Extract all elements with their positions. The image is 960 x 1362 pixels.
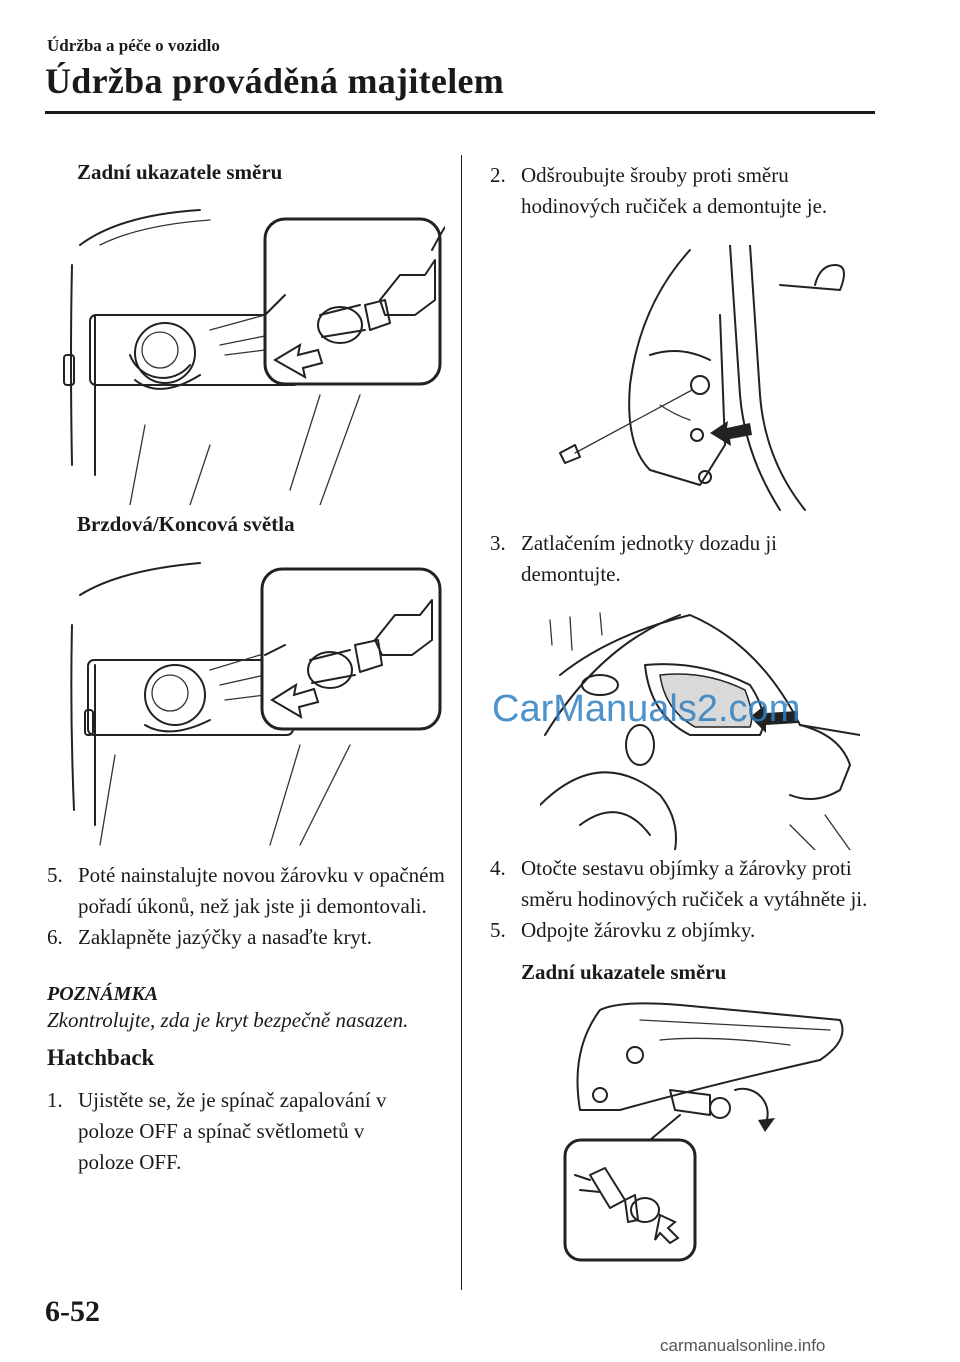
step-3: 3. Zatlačením jednotky dozadu ji demontu… [490, 528, 870, 590]
screw-removal-illustration [559, 245, 845, 511]
light-unit-removal-illustration [540, 612, 860, 850]
step-text: Odšroubujte šrouby proti směru hodinovýc… [521, 163, 828, 218]
right-step-2: 2. Odšroubujte šrouby proti směru hodino… [490, 160, 870, 222]
section-heading-hatchback: Hatchback [47, 1045, 155, 1070]
socket-rotate-illustration [563, 1002, 844, 1262]
step-number: 5. [47, 863, 63, 887]
step-4: 4. Otočte sestavu objímky a žárovky prot… [490, 853, 885, 915]
step-number: 5. [490, 918, 506, 942]
note-title: POZNÁMKA [47, 983, 159, 1005]
rear-turn-signal-bulb-illustration [63, 209, 445, 505]
step-text: Odpojte žárovku z objímky. [521, 918, 756, 942]
step-6: 6. Zaklapněte jazýčky a nasaďte kryt. [47, 922, 447, 953]
page-title: Údržba prováděná majitelem [45, 61, 505, 101]
step-number: 3. [490, 531, 506, 555]
step-5: 5. Odpojte žárovku z objímky. [490, 915, 885, 946]
step-number: 2. [490, 163, 506, 187]
step-number: 6. [47, 925, 63, 949]
left-steps-2: 1. Ujistěte se, že je spínač zapalování … [47, 1085, 417, 1178]
left-steps: 5. Poté nainstalujte novou žárovku v opa… [47, 860, 447, 953]
header-rule [45, 111, 875, 114]
column-divider [461, 155, 462, 1290]
step-text: Otočte sestavu objímky a žárovky proti s… [521, 856, 868, 911]
watermark-logo: CarManuals2.com [492, 688, 801, 730]
note-text: Zkontrolujte, zda je kryt bezpečně nasaz… [47, 1008, 409, 1032]
step-number: 1. [47, 1088, 63, 1112]
step-text: Zaklapněte jazýčky a nasaďte kryt. [78, 925, 373, 949]
step-text: Ujistěte se, že je spínač zapalování v p… [78, 1088, 387, 1174]
step-number: 4. [490, 856, 506, 880]
subheading-rear-turn-signals-right: Zadní ukazatele směru [521, 960, 727, 984]
subheading-rear-turn-signals: Zadní ukazatele směru [77, 160, 283, 184]
subheading-brake-tail-lights: Brzdová/Koncová světla [77, 512, 295, 536]
step-1: 1. Ujistěte se, že je spínač zapalování … [47, 1085, 417, 1178]
right-step-3: 3. Zatlačením jednotky dozadu ji demontu… [490, 528, 870, 590]
section-label: Údržba a péče o vozidlo [47, 36, 220, 55]
step-text: Poté nainstalujte novou žárovku v opačné… [78, 863, 445, 918]
right-steps-4-5: 4. Otočte sestavu objímky a žárovky prot… [490, 853, 885, 946]
step-2: 2. Odšroubujte šrouby proti směru hodino… [490, 160, 870, 222]
page-number: 6-52 [45, 1295, 100, 1328]
brake-tail-light-bulb-illustration [70, 562, 442, 846]
step-5: 5. Poté nainstalujte novou žárovku v opa… [47, 860, 447, 922]
footer-watermark: carmanualsonline.info [660, 1336, 826, 1355]
step-text: Zatlačením jednotky dozadu ji demontujte… [521, 531, 777, 586]
